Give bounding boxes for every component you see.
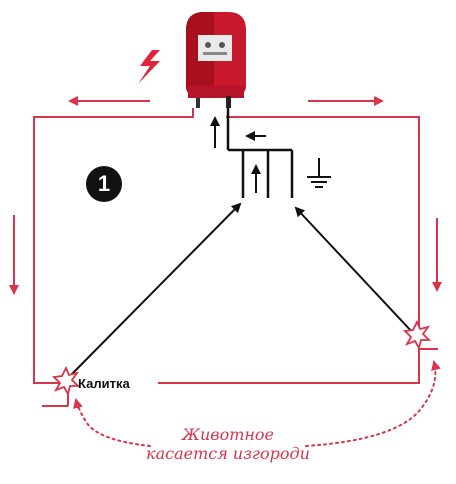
- return-current-arrows: [67, 116, 415, 379]
- ground-wire: [226, 108, 292, 152]
- gate-label: Калитка: [78, 376, 130, 391]
- spark-icon-gate: [52, 365, 81, 397]
- step-number-badge: 1: [86, 166, 122, 202]
- energizer-device: [186, 12, 246, 108]
- ground-symbol-icon: [307, 158, 331, 188]
- lightning-icon: [138, 50, 160, 84]
- animal-touch-caption: Животное касается изгороди: [118, 425, 338, 463]
- caption-line-2: касается изгороди: [146, 444, 310, 463]
- caption-pointer-arrows: [73, 360, 441, 447]
- caption-line-1: Животное: [181, 425, 275, 444]
- spark-icon-fence: [403, 319, 432, 351]
- fence-wire: [33, 108, 438, 407]
- ground-rods: [241, 150, 294, 198]
- current-flow-arrows: [9, 96, 442, 295]
